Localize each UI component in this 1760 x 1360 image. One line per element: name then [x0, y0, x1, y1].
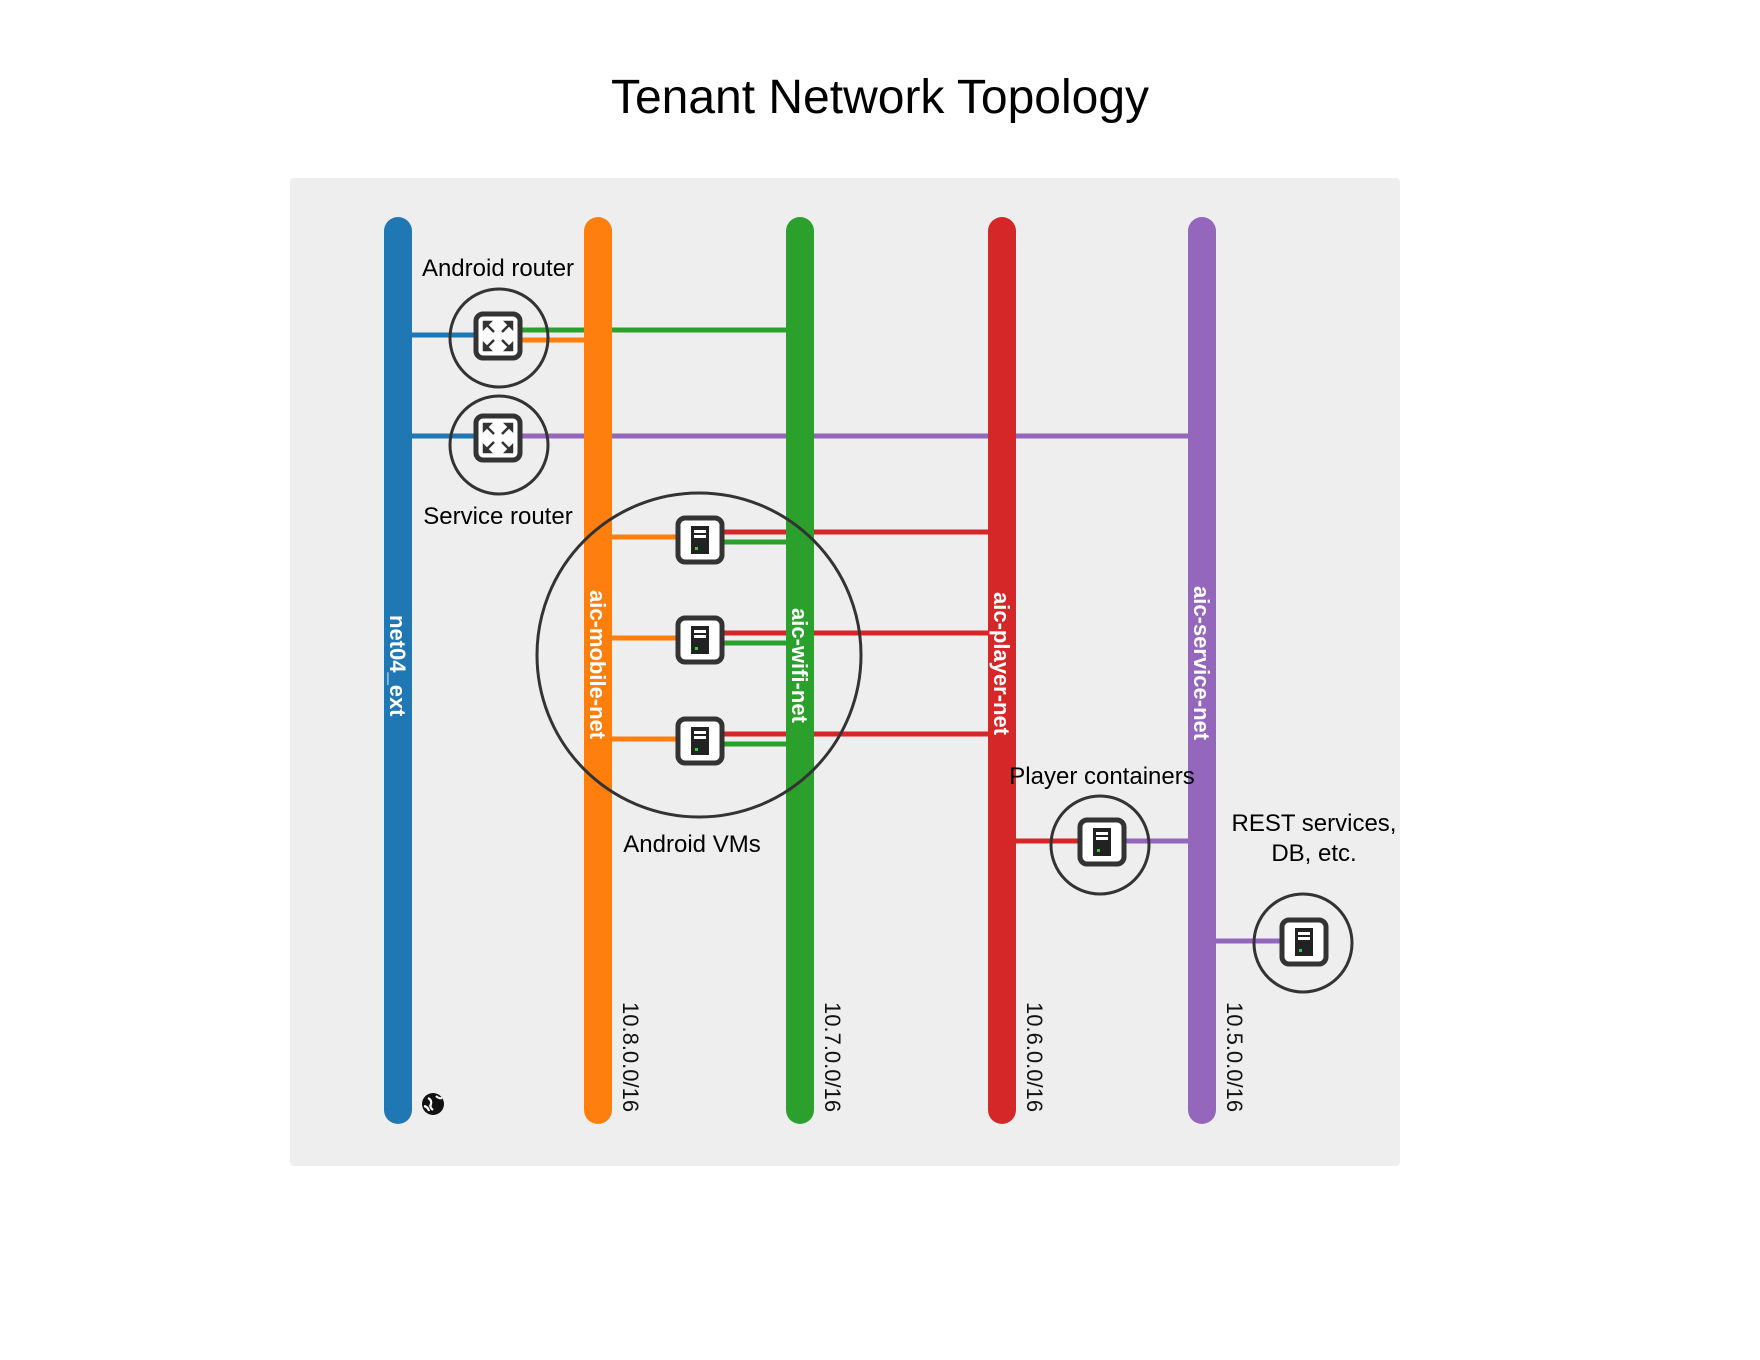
- rest-services-label-line2: DB, etc.: [1271, 840, 1356, 867]
- network-bars: [384, 217, 1216, 1124]
- android-vms-highlight-circle: [535, 491, 863, 819]
- rest-services-instance[interactable]: [1282, 920, 1326, 964]
- network-name-aic-wifi-net: aic-wifi-net: [787, 608, 812, 724]
- network-bar-aic-player-net[interactable]: [988, 217, 1016, 1124]
- globe-icon: [422, 1093, 444, 1115]
- router-icon: [476, 416, 520, 460]
- rest-services-highlight-circle: [1252, 892, 1354, 994]
- diagram-title: Tenant Network Topology: [610, 71, 1150, 124]
- server-instance-icon: [678, 518, 722, 562]
- rest-services-label-line1: REST services,: [1232, 810, 1397, 837]
- server-instance-icon: [678, 719, 722, 763]
- router-icon: [476, 314, 520, 358]
- service-router[interactable]: [476, 416, 520, 460]
- network-name-net04-ext: net04_ext: [385, 615, 410, 717]
- network-cidr-aic-service-net: 10.5.0.0/16: [1222, 1002, 1247, 1112]
- network-cidr-aic-mobile-net: 10.8.0.0/16: [618, 1002, 643, 1112]
- player-containers-highlight-circle: [1049, 794, 1151, 896]
- server-instance-icon: [1080, 820, 1124, 864]
- android-vm-1[interactable]: [678, 518, 722, 562]
- server-instance-icon: [678, 618, 722, 662]
- network-bar-aic-wifi-net[interactable]: [786, 217, 814, 1124]
- android-router[interactable]: [476, 314, 520, 358]
- network-name-aic-mobile-net: aic-mobile-net: [585, 590, 610, 740]
- android-vm-3[interactable]: [678, 719, 722, 763]
- player-containers-label: Player containers: [1009, 763, 1194, 790]
- network-name-aic-player-net: aic-player-net: [989, 592, 1014, 736]
- player-container[interactable]: [1080, 820, 1124, 864]
- android-vm-2[interactable]: [678, 618, 722, 662]
- android-router-label: Android router: [422, 255, 574, 282]
- server-instance-icon: [1282, 920, 1326, 964]
- android-vms-label: Android VMs: [623, 831, 760, 858]
- network-bar-aic-service-net[interactable]: [1188, 217, 1216, 1124]
- network-cidr-aic-player-net: 10.6.0.0/16: [1022, 1002, 1047, 1112]
- service-router-highlight-circle: [448, 394, 550, 496]
- service-router-label: Service router: [423, 503, 572, 530]
- android-router-highlight-circle: [448, 287, 550, 389]
- network-name-aic-service-net: aic-service-net: [1189, 586, 1214, 741]
- network-cidr-aic-wifi-net: 10.7.0.0/16: [820, 1002, 845, 1112]
- network-bar-net04-ext[interactable]: [384, 217, 412, 1124]
- topology-panel: [290, 178, 1400, 1166]
- network-bar-aic-mobile-net[interactable]: [584, 217, 612, 1124]
